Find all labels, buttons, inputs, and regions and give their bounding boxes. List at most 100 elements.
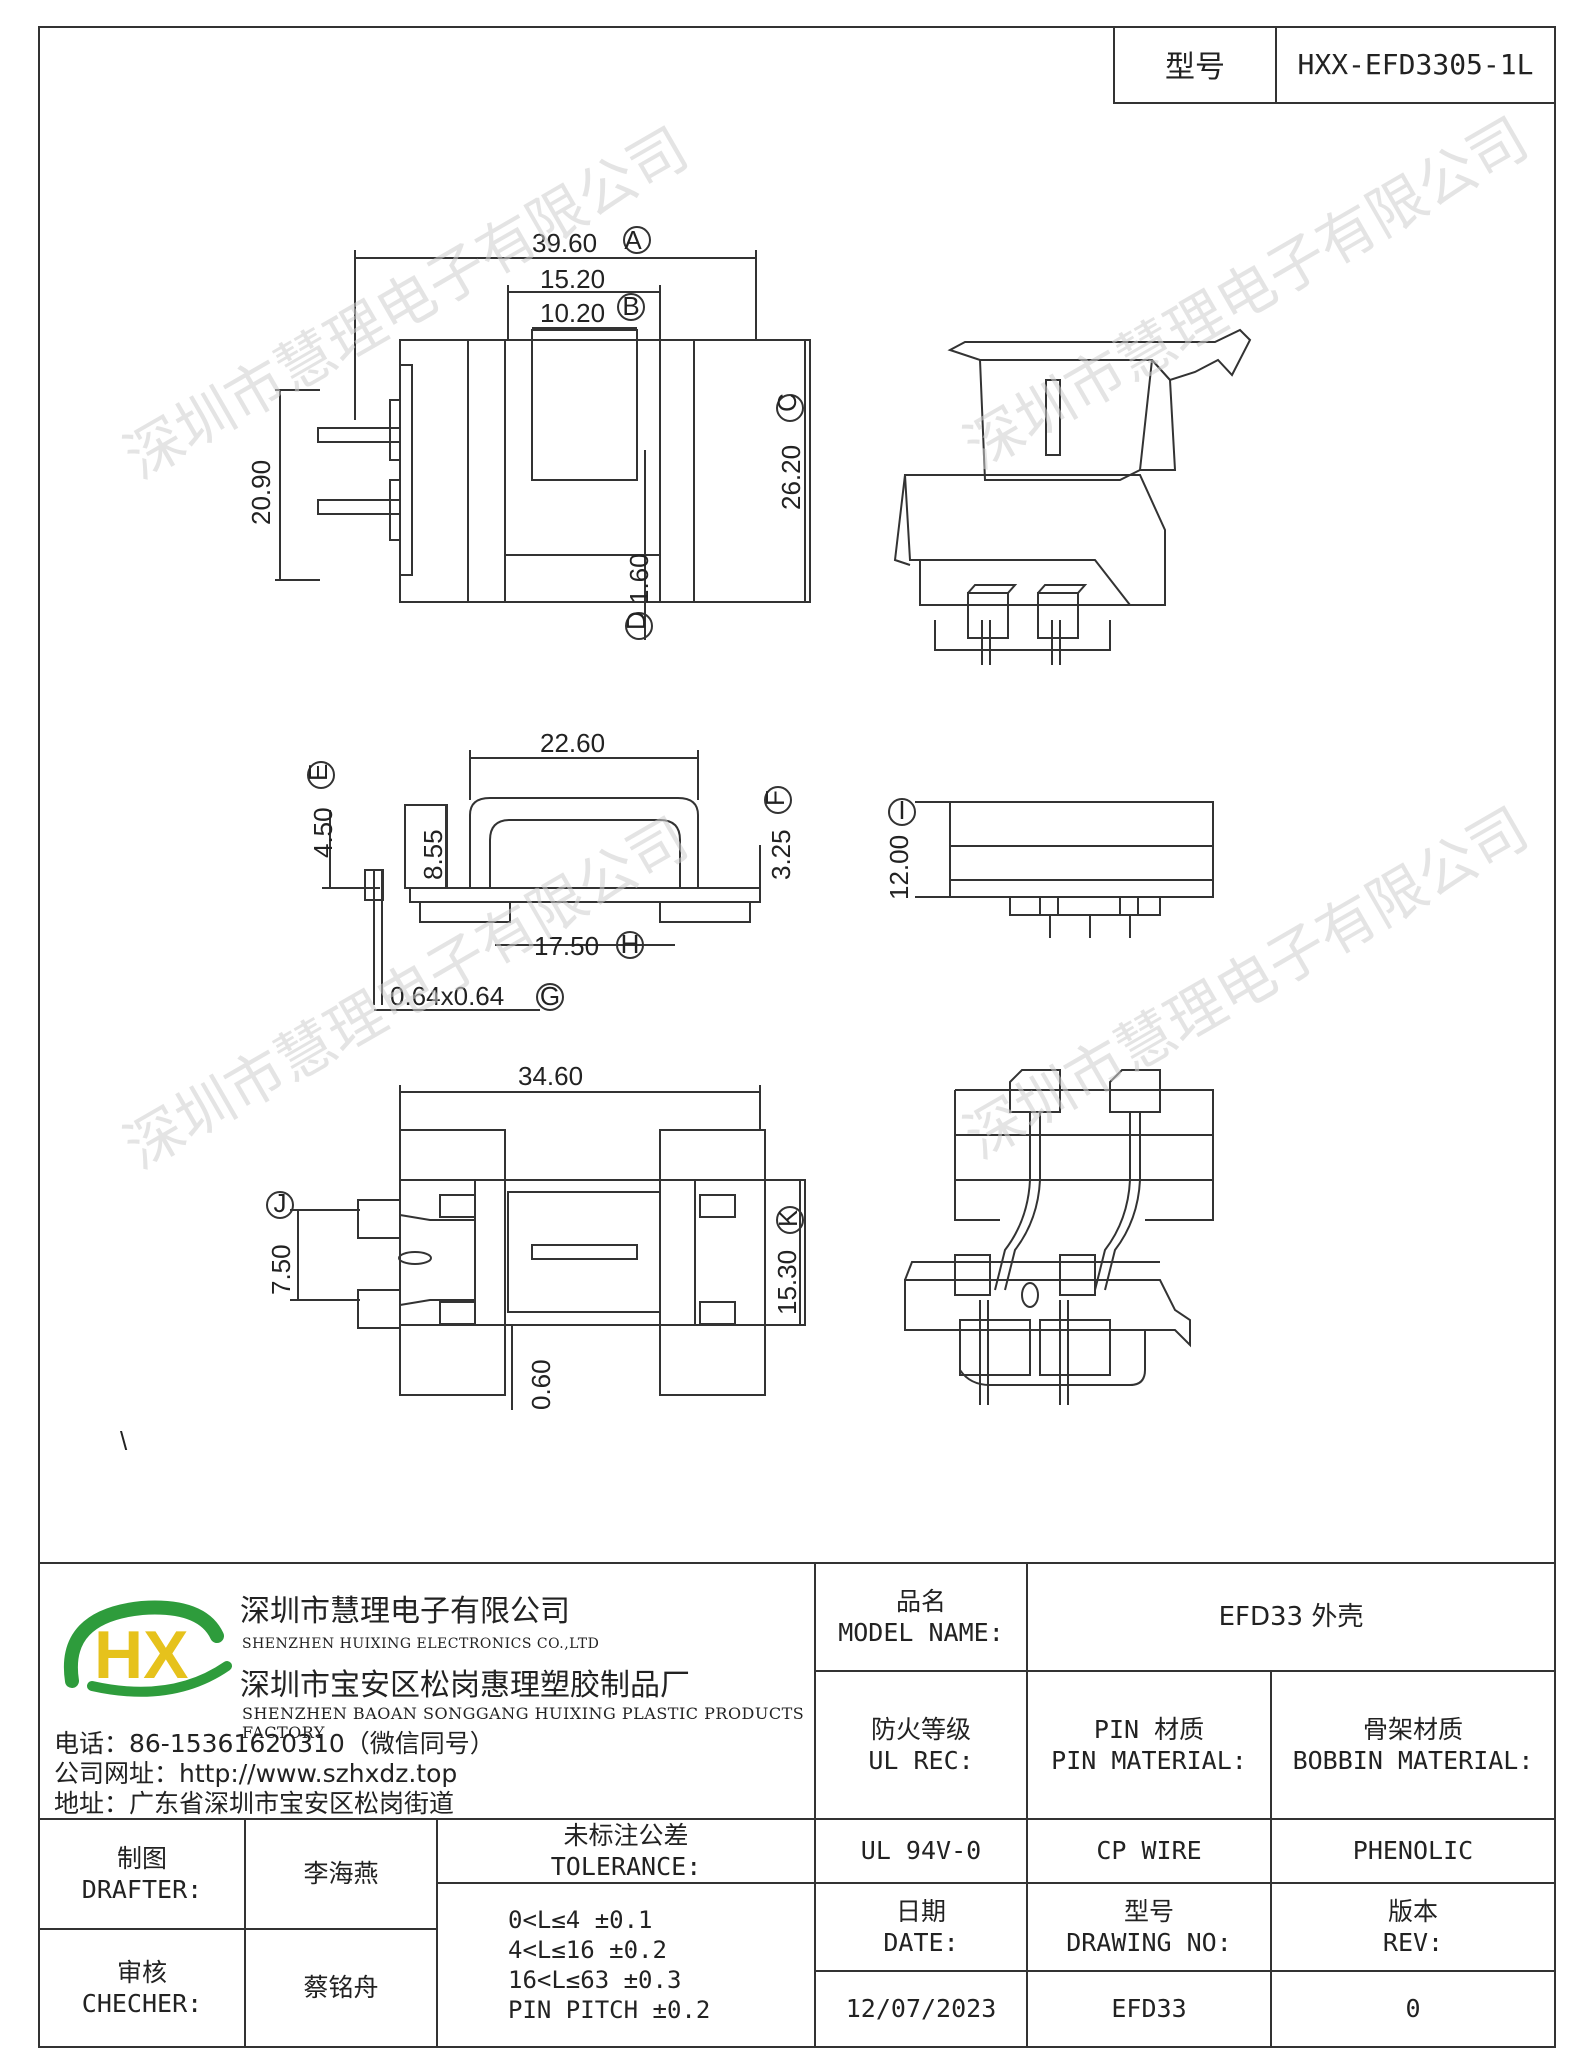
- contact-phone: 电话：86-15361620310（微信同号）: [54, 1729, 495, 1758]
- drafter-name: 李海燕: [244, 1818, 438, 1930]
- dim-d: 1.60: [624, 553, 654, 604]
- company-en: SHENZHEN HUIXING ELECTRONICS CO.,LTD: [242, 1636, 600, 1652]
- drawing-en: DRAWING NO:: [1066, 1928, 1232, 1957]
- tolerance-table: 0<L≤4 ±0.1 4<L≤16 ±0.2 16<L≤63 ±0.3 PIN …: [436, 1882, 816, 2048]
- company-panel: HX 深圳市慧理电子有限公司 SHENZHEN HUIXING ELECTRON…: [38, 1562, 816, 1820]
- view-top-left: [275, 226, 811, 640]
- dim-h855: 8.55: [418, 829, 448, 880]
- dim-w3460: 34.60: [518, 1061, 583, 1091]
- dim-i: 12.00: [884, 835, 914, 900]
- dim-w2260: 22.60: [540, 728, 605, 758]
- view-bottom-left: [266, 1085, 806, 1410]
- dim-w1520: 15.20: [540, 264, 605, 294]
- watermark-4: 深圳市慧理电子有限公司: [953, 794, 1540, 1172]
- tolerance-line-4: PIN PITCH ±0.2: [508, 1996, 711, 2024]
- date-value: 12/07/2023: [814, 1970, 1028, 2048]
- tolerance-line-1: 0<L≤4 ±0.1: [508, 1906, 653, 1934]
- view-middle-right: [888, 798, 1214, 938]
- dim-g: 0.64x0.64: [390, 981, 504, 1011]
- dim-e: 4.50: [308, 807, 338, 858]
- bobbin-material-label: 骨架材质 BOBBIN MATERIAL:: [1270, 1670, 1556, 1820]
- dim-k: 15.30: [772, 1250, 802, 1315]
- ref-f: F: [760, 790, 790, 806]
- ref-h: H: [621, 929, 640, 959]
- contact-address: 地址：广东省深圳市宝安区松岗街道: [54, 1789, 455, 1818]
- pin-material-label: PIN 材质 PIN MATERIAL:: [1026, 1670, 1272, 1820]
- pin-en: PIN MATERIAL:: [1051, 1746, 1247, 1775]
- ref-i: I: [898, 795, 905, 825]
- date-label: 日期 DATE:: [814, 1882, 1028, 1972]
- title-block: HX 深圳市慧理电子有限公司 SHENZHEN HUIXING ELECTRON…: [38, 1562, 1556, 2048]
- dim-j: 7.50: [266, 1244, 296, 1295]
- model-box: 型号 HXX-EFD3305-1L: [1113, 26, 1556, 104]
- pin-value: CP WIRE: [1026, 1818, 1272, 1884]
- ref-e: E: [303, 764, 333, 781]
- rev-value: 0: [1270, 1970, 1556, 2048]
- bobbin-value: PHENOLIC: [1270, 1818, 1556, 1884]
- drawing-no-value: EFD33: [1026, 1970, 1272, 2048]
- checker-name: 蔡铭舟: [244, 1928, 438, 2048]
- checker-cn: 审核: [116, 1957, 167, 1987]
- rev-label: 版本 REV:: [1270, 1882, 1556, 1972]
- bobbin-cn: 骨架材质: [1362, 1714, 1463, 1744]
- tolerance-cn: 未标注公差: [563, 1820, 689, 1850]
- view-top-right: [893, 328, 1252, 665]
- ref-j: J: [274, 1188, 287, 1218]
- view-bottom-right: [904, 1069, 1214, 1405]
- contact-website: 公司网址：http://www.szhxdz.top: [54, 1759, 458, 1788]
- ref-b: B: [622, 291, 639, 321]
- drafter-label: 制图 DRAFTER:: [38, 1818, 246, 1930]
- tolerance-line-2: 4<L≤16 ±0.2: [508, 1936, 667, 1964]
- fire-en: UL REC:: [868, 1746, 974, 1775]
- model-value: HXX-EFD3305-1L: [1297, 47, 1534, 81]
- dim-b: 10.20: [540, 298, 605, 328]
- fire-cn: 防火等级: [870, 1714, 971, 1744]
- company-logo: HX: [63, 1600, 232, 1697]
- ref-d: D: [621, 611, 651, 630]
- dim-a: 39.60: [532, 228, 597, 258]
- drawing-no-label: 型号 DRAWING NO:: [1026, 1882, 1272, 1972]
- rev-cn: 版本: [1387, 1896, 1438, 1926]
- checker-label: 审核 CHECHER:: [38, 1928, 246, 2048]
- product-name-en: MODEL NAME:: [838, 1618, 1004, 1647]
- dim-h060: 0.60: [526, 1359, 556, 1410]
- dim-h2090: 20.90: [246, 460, 276, 525]
- watermark-2: 深圳市慧理电子有限公司: [953, 104, 1540, 482]
- tolerance-label: 未标注公差 TOLERANCE:: [436, 1818, 816, 1884]
- watermarks: 深圳市慧理电子有限公司 深圳市慧理电子有限公司 深圳市慧理电子有限公司 深圳市慧…: [113, 104, 1540, 1182]
- bobbin-en: BOBBIN MATERIAL:: [1292, 1746, 1534, 1775]
- fire-value: UL 94V-0: [814, 1818, 1028, 1884]
- factory-cn: 深圳市宝安区松岗惠理塑胶制品厂: [240, 1668, 690, 1703]
- ref-k: K: [773, 1209, 803, 1227]
- fire-rating-label: 防火等级 UL REC:: [814, 1670, 1028, 1820]
- tolerance-en: TOLERANCE:: [550, 1852, 702, 1881]
- ref-g: G: [540, 981, 560, 1011]
- factory-en: SHENZHEN BAOAN SONGGANG HUIXING PLASTIC …: [242, 1704, 805, 1742]
- model-label: 型号: [1115, 26, 1277, 102]
- drawing-cn: 型号: [1123, 1896, 1174, 1926]
- date-cn: 日期: [895, 1896, 946, 1926]
- date-en: DATE:: [883, 1928, 959, 1957]
- logo-text: HX: [94, 1617, 188, 1693]
- checker-en: CHECHER:: [81, 1989, 203, 2018]
- stray-backslash: \: [120, 1426, 128, 1456]
- product-name-label: 品名 MODEL NAME:: [814, 1562, 1028, 1672]
- drafter-en: DRAFTER:: [81, 1875, 203, 1904]
- company-cn: 深圳市慧理电子有限公司: [240, 1594, 570, 1629]
- dimension-labels: 39.60 A 15.20 10.20 B 20.90 26.20 C 1.60…: [246, 225, 914, 1410]
- ref-a: A: [624, 225, 642, 255]
- dim-c: 26.20: [776, 445, 806, 510]
- watermark-1: 深圳市慧理电子有限公司: [113, 114, 700, 492]
- drafter-cn: 制图: [116, 1843, 167, 1873]
- technical-drawing: 39.60 A 15.20 10.20 B 20.90 26.20 C 1.60…: [113, 104, 1540, 1456]
- product-name-cn: 品名: [895, 1586, 946, 1616]
- ref-c: C: [772, 393, 802, 412]
- tolerance-line-3: 16<L≤63 ±0.3: [508, 1966, 682, 1994]
- dim-h: 17.50: [534, 931, 599, 961]
- view-middle-left: [307, 750, 792, 1011]
- pin-cn: PIN 材质: [1093, 1714, 1205, 1744]
- watermark-3: 深圳市慧理电子有限公司: [113, 804, 700, 1182]
- dim-f: 3.25: [766, 829, 796, 880]
- rev-en: REV:: [1382, 1928, 1444, 1957]
- product-name-value: EFD33 外壳: [1026, 1562, 1556, 1672]
